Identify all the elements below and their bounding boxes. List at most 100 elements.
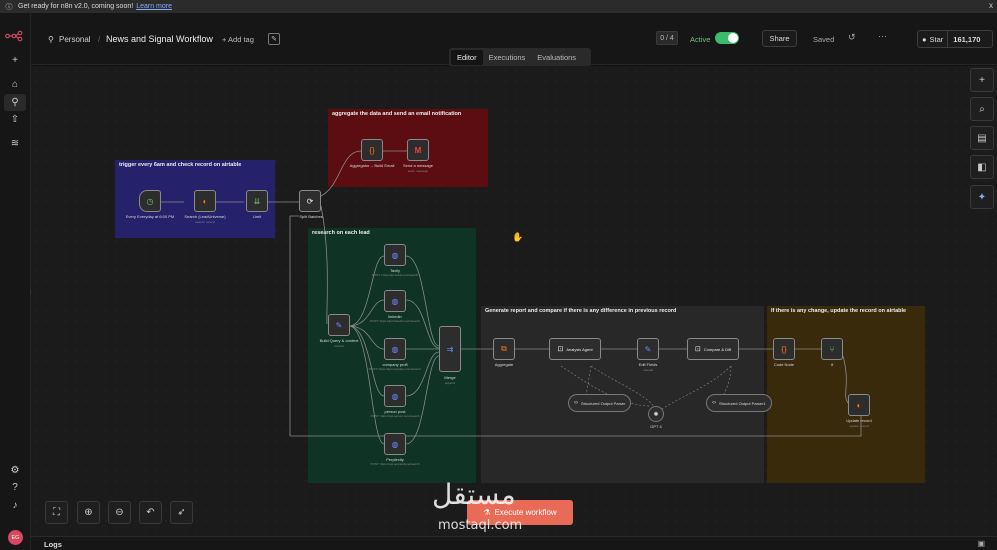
node-counter: 0 / 4 bbox=[656, 31, 678, 45]
merge-label: Merge bbox=[444, 375, 456, 380]
person-post-label: person post bbox=[384, 409, 406, 414]
code-icon: ‹› bbox=[574, 400, 578, 406]
if-node-label: If bbox=[830, 362, 834, 367]
tab-evaluations[interactable]: Evaluations bbox=[537, 53, 577, 62]
person-icon: ⚲ bbox=[48, 35, 54, 44]
n8n-logo-icon[interactable] bbox=[5, 30, 25, 42]
active-toggle[interactable] bbox=[715, 32, 739, 44]
tab-editor[interactable]: Editor bbox=[451, 50, 483, 65]
globe-icon: ◍ bbox=[391, 391, 399, 401]
help-icon[interactable]: ? bbox=[12, 482, 18, 493]
workflow-canvas[interactable]: trigger every 6am and check record on ai… bbox=[31, 66, 997, 536]
logs-panel[interactable]: Logs ▣ bbox=[31, 536, 997, 550]
tidy-up-icon[interactable]: ➶ bbox=[170, 501, 193, 524]
user-icon[interactable]: ⚲ bbox=[4, 94, 26, 111]
panel-icon[interactable]: ◧ bbox=[970, 155, 994, 179]
home-icon[interactable]: ⌂ bbox=[11, 79, 19, 90]
compare-diff-label: Compare & Diff bbox=[703, 346, 732, 352]
execute-workflow-label: Execute workflow bbox=[494, 508, 557, 517]
if-node[interactable]: ⑂ bbox=[821, 338, 843, 360]
schedule-trigger-node[interactable]: ◷ bbox=[139, 190, 161, 212]
sticky-update-text: If there is any change, update the recor… bbox=[771, 308, 907, 314]
layers-icon[interactable]: ≋ bbox=[10, 138, 20, 149]
perplexity-sublabel: POST: https://api.perplexity.ai/search bbox=[370, 462, 420, 466]
structured-output-parser1-node[interactable]: ‹› Structured Output Parser1 bbox=[706, 394, 772, 412]
share-icon[interactable]: ⇧ bbox=[10, 114, 20, 125]
avatar[interactable]: EG bbox=[8, 530, 23, 545]
close-icon[interactable]: x bbox=[989, 1, 993, 10]
person-post-node[interactable]: ◍ bbox=[384, 385, 406, 407]
gpt-model-node[interactable]: ✺ bbox=[648, 406, 664, 422]
sticky-trigger-text: trigger every 6am and check record on ai… bbox=[119, 162, 242, 168]
search-icon[interactable]: ⌕ bbox=[970, 97, 994, 121]
sticky-aggregate-text: aggregate the data and send an email not… bbox=[332, 111, 462, 117]
expand-panel-icon[interactable]: ▣ bbox=[977, 539, 985, 548]
share-button[interactable]: Share bbox=[762, 30, 797, 47]
notification-icon[interactable]: ♪ bbox=[12, 500, 18, 511]
learn-more-link[interactable]: Learn more bbox=[136, 3, 172, 10]
linkedin-node[interactable]: ◍ bbox=[384, 290, 406, 312]
tavily-node[interactable]: ◍ bbox=[384, 244, 406, 266]
limit-label: Limit bbox=[252, 214, 262, 219]
github-star-button[interactable]: ● Star bbox=[918, 31, 949, 47]
undo-icon[interactable]: ↶ bbox=[139, 501, 162, 524]
edit-description-icon[interactable]: ✎ bbox=[268, 33, 280, 45]
view-tabs: Editor Executions Evaluations bbox=[449, 48, 591, 67]
search-label: Search (LeadUniverse) bbox=[184, 214, 226, 219]
branch-icon: ⑂ bbox=[829, 344, 835, 354]
send-message-node[interactable]: M bbox=[407, 139, 429, 161]
zoom-out-icon[interactable]: ⊖ bbox=[108, 501, 131, 524]
update-record-sublabel: update: record bbox=[849, 424, 869, 428]
logs-label: Logs bbox=[44, 540, 62, 549]
aggregator-node[interactable]: {} bbox=[361, 139, 383, 161]
build-query-node[interactable]: ✎ bbox=[328, 314, 350, 336]
company-profile-node[interactable]: ◍ bbox=[384, 338, 406, 360]
linkedin-label: linkedin bbox=[388, 314, 402, 319]
split-batches-node[interactable]: ⟳ bbox=[299, 190, 321, 212]
templates-icon[interactable]: ⚙ bbox=[10, 465, 20, 476]
tab-executions[interactable]: Executions bbox=[488, 53, 526, 62]
add-icon[interactable]: + bbox=[12, 55, 18, 66]
execute-workflow-button[interactable]: ⚗ Execute workflow bbox=[467, 500, 573, 525]
add-tag-button[interactable]: + Add tag bbox=[222, 35, 254, 44]
left-sidebar: + ⌂ ⚲ ⇧ ≋ ⚙ ? ♪ bbox=[0, 13, 31, 550]
history-icon[interactable]: ↺ bbox=[848, 32, 856, 42]
limit-node[interactable]: ⇊ bbox=[246, 190, 268, 212]
gmail-icon: M bbox=[414, 145, 422, 155]
compare-diff-node[interactable]: ⊡ Compare & Diff bbox=[687, 338, 739, 360]
update-record-node[interactable]: ◐ bbox=[848, 394, 870, 416]
globe-icon: ◍ bbox=[391, 250, 399, 260]
aggregate-node[interactable]: ⧉ bbox=[493, 338, 515, 360]
structured-output-parser-node[interactable]: ‹› Structured Output Parser bbox=[568, 394, 632, 412]
analysis-agent-node[interactable]: ⊡ Analysis Agent bbox=[549, 338, 601, 360]
company-profile-sublabel: POST: https://api.company.com/search bbox=[369, 367, 421, 371]
ai-assistant-icon[interactable]: ✦ bbox=[970, 185, 994, 209]
analysis-agent-label: Analysis Agent bbox=[566, 346, 593, 352]
structured-output-parser1-label: Structured Output Parser1 bbox=[719, 400, 766, 406]
more-options-icon[interactable]: ··· bbox=[878, 31, 887, 41]
info-icon: ⓘ bbox=[5, 3, 13, 11]
perplexity-node[interactable]: ◍ bbox=[384, 433, 406, 455]
build-query-label: Build Query & context bbox=[319, 338, 359, 343]
search-node[interactable]: ◐ bbox=[194, 190, 216, 212]
note-icon[interactable]: ▤ bbox=[970, 126, 994, 150]
merge-node[interactable]: ⇉ bbox=[439, 326, 461, 372]
add-node-icon[interactable]: + bbox=[970, 68, 994, 92]
robot-icon: ⊡ bbox=[694, 346, 701, 353]
code-node[interactable]: {} bbox=[773, 338, 795, 360]
zoom-in-icon[interactable]: ⊕ bbox=[77, 501, 100, 524]
edit-fields-node[interactable]: ✎ bbox=[637, 338, 659, 360]
github-star-widget[interactable]: ● Star 161,170 bbox=[917, 30, 993, 48]
globe-icon: ◍ bbox=[391, 344, 399, 354]
project-breadcrumb[interactable]: Personal bbox=[59, 35, 91, 44]
pencil-icon: ✎ bbox=[644, 344, 652, 354]
workflow-title[interactable]: News and Signal Workflow bbox=[106, 34, 213, 44]
gpt-model-label: GPT 4 bbox=[650, 424, 662, 429]
watermark-arabic: مستقل bbox=[432, 478, 516, 511]
robot-icon: ⊡ bbox=[557, 346, 564, 353]
send-message-sublabel: send: message bbox=[407, 169, 429, 173]
fit-view-icon[interactable]: ⛶ bbox=[45, 501, 68, 524]
star-count: 161,170 bbox=[953, 34, 981, 44]
schedule-trigger-label: Every Everyday at 6:00 PM bbox=[125, 214, 175, 219]
structured-output-parser-label: Structured Output Parser bbox=[581, 400, 626, 406]
